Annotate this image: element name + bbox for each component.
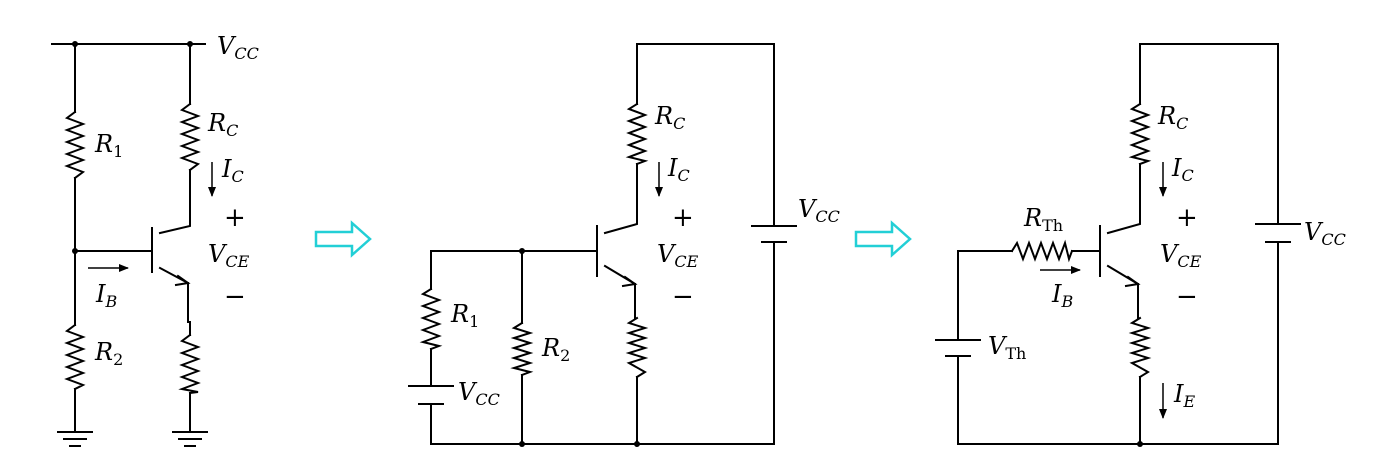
vth-label: VTh	[988, 332, 1026, 363]
plus-sign: +	[1176, 203, 1198, 233]
ie-label: IE	[1173, 380, 1195, 411]
vce-label: VCE	[208, 240, 250, 271]
r1-label: R1	[450, 300, 479, 331]
junction-dot	[519, 248, 525, 254]
resistor-r1	[419, 287, 443, 351]
resistor-rc	[625, 102, 649, 166]
minus-sign: −	[672, 282, 694, 312]
ib-label: IB	[95, 280, 117, 311]
junction-dot	[519, 441, 525, 447]
battery-vcc-right	[751, 225, 797, 243]
minus-sign: −	[1176, 282, 1198, 312]
right-arrow-icon	[314, 220, 372, 258]
battery-vcc-left	[408, 385, 454, 405]
rc-label: RC	[654, 102, 685, 133]
r2-label: R2	[541, 334, 570, 365]
r2-label: R2	[94, 338, 123, 369]
vcc-right-label: VCC	[798, 195, 840, 226]
circuit-a-wires	[51, 43, 206, 433]
junction-dot	[1137, 441, 1143, 447]
circuit-c-wires	[935, 43, 1301, 445]
ic-label: IC	[1171, 154, 1194, 185]
resistor-r1	[64, 110, 86, 180]
vce-label: VCE	[657, 240, 699, 271]
ground-symbol	[57, 431, 93, 447]
vcc-label: VCC	[1304, 218, 1346, 249]
ic-label: IC	[667, 154, 690, 185]
rth-label: RTh	[1023, 204, 1063, 235]
battery-vcc	[1255, 223, 1301, 243]
ib-label: IB	[1051, 280, 1073, 311]
circuit-b-wires	[408, 43, 797, 445]
plus-sign: +	[672, 203, 694, 233]
r1-label: R1	[94, 130, 123, 161]
right-arrow-icon	[854, 220, 912, 258]
resistor-rc	[1128, 102, 1152, 166]
resistor-re	[178, 333, 201, 395]
ic-label: IC	[221, 155, 244, 186]
vce-label: VCE	[1160, 240, 1202, 271]
resistor-rth	[1010, 239, 1074, 263]
circuit-a: VCC R1 RC IC + VCE − IB R2	[51, 32, 259, 447]
rc-label: RC	[1157, 102, 1188, 133]
plus-sign: +	[224, 203, 246, 233]
circuit-b: RC IC + VCE − VCC R1 R2 VCC	[408, 43, 840, 447]
junction-dot	[634, 441, 640, 447]
battery-vth	[935, 339, 981, 357]
junction-dot	[72, 248, 78, 254]
resistor-re	[625, 316, 649, 379]
minus-sign: −	[224, 282, 246, 312]
junction-dot	[187, 41, 193, 47]
rc-label: RC	[207, 109, 238, 140]
vcc-label: VCC	[217, 32, 259, 63]
junction-dot	[72, 41, 78, 47]
vcc-left-label: VCC	[458, 378, 500, 409]
ground-symbol	[172, 431, 208, 447]
resistor-r2	[510, 321, 534, 377]
circuit-c: RTh IB RC IC + VCE − VCC VTh IE	[935, 43, 1346, 447]
resistor-r2	[64, 323, 86, 391]
resistor-re	[1128, 316, 1152, 379]
resistor-rc	[179, 102, 201, 172]
